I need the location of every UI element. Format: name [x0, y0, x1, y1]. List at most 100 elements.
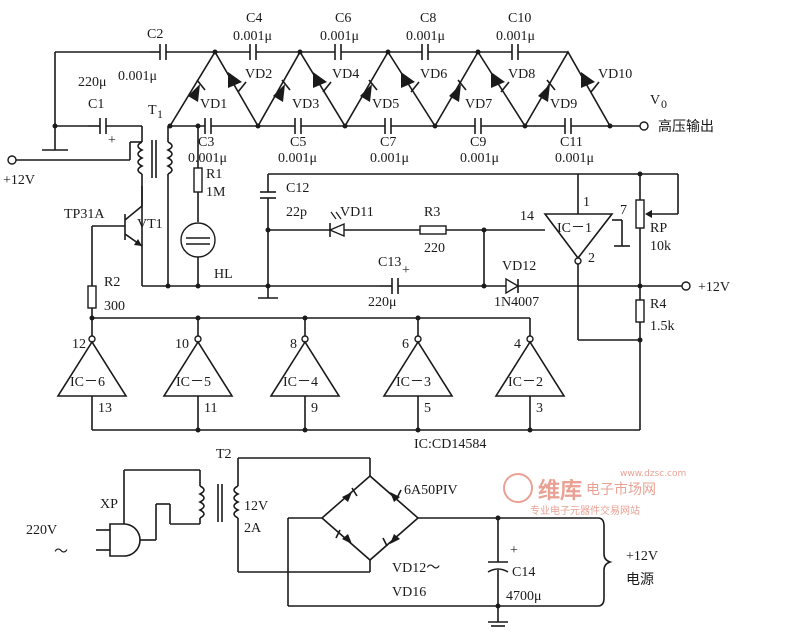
c9-name: C9 [470, 135, 486, 150]
ic1-pin-top: 1 [583, 195, 590, 210]
vd10-label: VD10 [598, 67, 632, 82]
bridge-diodes [335, 487, 402, 547]
vout-symbol: V [650, 93, 660, 108]
ic2-pin-in: 3 [536, 401, 543, 416]
sec-voltage: 12V [244, 499, 268, 514]
bridge-names: VD12～ [392, 561, 440, 576]
ic6-pin-in: 13 [98, 401, 112, 416]
diode-vd8 [491, 72, 510, 93]
c3-value: 0.001μ [188, 151, 227, 166]
c12-value: 22p [286, 205, 307, 220]
ic3-pin-out: 6 [402, 337, 409, 352]
cap-c7 [384, 118, 435, 134]
diode-vd5 [360, 79, 378, 102]
vd5-label: VD5 [372, 97, 399, 112]
t1-sub: 1 [157, 107, 163, 121]
diode-vd6 [401, 72, 420, 93]
r4-value: 1.5k [650, 319, 675, 334]
r1-name: R1 [206, 167, 222, 182]
c11-value: 0.001μ [555, 151, 594, 166]
vd4-label: VD4 [332, 67, 359, 82]
c4-value: 0.001μ [233, 29, 272, 44]
c6-value: 0.001μ [320, 29, 359, 44]
watermark: 维库 电子市场网 www.dzsc.com 专业电子元器件交易网站 [503, 469, 686, 517]
voltage-multiplier: C2 0.001μ C4 0.001μ C6 0.001μ C8 0.001μ … [42, 11, 714, 166]
watermark-logo-icon [503, 473, 533, 503]
diode-vd9 [538, 79, 556, 102]
ic1-label: IC－1 [557, 221, 592, 236]
cap-c3 [204, 118, 258, 134]
hv-output-label: 高压输出 [658, 118, 714, 135]
c14-value: 4700μ [506, 589, 542, 604]
buffer-ic6: IC－6 12 13 [56, 318, 128, 430]
hl-name: HL [214, 267, 233, 282]
ic4-pin-out: 8 [290, 337, 297, 352]
oscillator-stage: C12 22p VD11 R3 220 IC－1 14 1 7 2 [142, 171, 730, 430]
diode-vd4 [313, 72, 332, 93]
c10-name: C10 [508, 11, 531, 26]
c3-name: C3 [198, 135, 214, 150]
c2-name: C2 [147, 27, 163, 42]
buffer-ic5: IC－5 10 11 [162, 318, 234, 430]
cap-c9 [474, 118, 525, 134]
c13-value: 220μ [368, 295, 397, 310]
vd6-label: VD6 [420, 67, 447, 82]
c5-value: 0.001μ [278, 151, 317, 166]
psu-out-label: 电源 [626, 572, 654, 588]
sec-current: 2A [244, 521, 262, 536]
vd9-label: VD9 [550, 97, 577, 112]
ic4-label: IC－4 [283, 375, 318, 390]
cap-c10 [478, 44, 568, 60]
ic3-pin-in: 5 [424, 401, 431, 416]
ic1-pin-out: 2 [588, 251, 595, 266]
ic1-pin-right: 7 [620, 203, 627, 218]
diode-vd2 [228, 72, 247, 93]
psu-out-voltage: +12V [626, 549, 658, 564]
c1-plus: + [108, 133, 116, 148]
c13-name: C13 [378, 255, 401, 270]
c8-name: C8 [420, 11, 436, 26]
r4-name: R4 [650, 297, 666, 312]
mains-plug [109, 523, 141, 557]
ic2-pin-out: 4 [514, 337, 521, 352]
cap-c4 [215, 44, 300, 60]
r1-value: 1M [206, 185, 226, 200]
neon-lamp [180, 222, 216, 258]
buffer-ic4: IC－4 8 9 [269, 318, 341, 430]
t1-name: T [148, 103, 157, 118]
c11-name: C11 [560, 135, 583, 150]
watermark-brand-sub: 电子市场网 [586, 481, 656, 498]
xp-name: XP [100, 497, 118, 512]
c9-value: 0.001μ [460, 151, 499, 166]
c1-name: C1 [88, 97, 104, 112]
vd3-label: VD3 [292, 97, 319, 112]
mains-symbol: ～ [54, 545, 68, 560]
ic1-pin-in: 14 [520, 209, 534, 224]
t2-name: T2 [216, 447, 232, 462]
ic4-pin-in: 9 [311, 401, 318, 416]
diode-vd10 [581, 72, 600, 93]
ic6-pin-out: 12 [72, 337, 86, 352]
supply-left-label: +12V [3, 173, 35, 188]
c14-name: C14 [512, 565, 535, 580]
buffer-ic3: IC－3 6 5 [382, 318, 454, 430]
c2-value: 0.001μ [118, 69, 157, 84]
watermark-tagline: 专业电子元器件交易网站 [530, 504, 640, 517]
output-terminal [639, 121, 649, 131]
transistor-name: VT1 [137, 217, 163, 232]
bridge-rating: 6A50PIV [404, 483, 458, 498]
c7-name: C7 [380, 135, 396, 150]
c12-name: C12 [286, 181, 309, 196]
transistor-model: TP31A [64, 207, 105, 222]
ic2-label: IC－2 [508, 375, 543, 390]
cap-c2 [150, 44, 215, 60]
watermark-url: www.dzsc.com [620, 469, 686, 479]
ic6-label: IC－6 [70, 375, 105, 390]
vd11-label: VD11 [340, 205, 374, 220]
c4-name: C4 [246, 11, 262, 26]
r3-name: R3 [424, 205, 440, 220]
c10-value: 0.001μ [496, 29, 535, 44]
ic5-pin-out: 10 [175, 337, 189, 352]
ic5-pin-in: 11 [204, 401, 217, 416]
c5-name: C5 [290, 135, 306, 150]
